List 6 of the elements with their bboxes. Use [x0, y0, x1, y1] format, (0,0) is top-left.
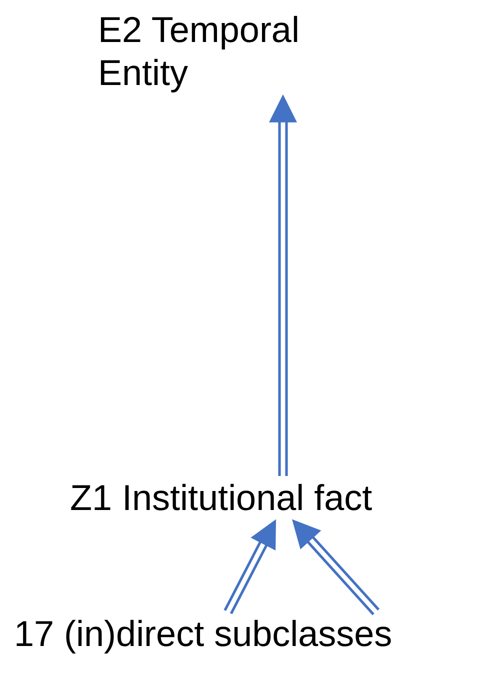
double-arrow: [224, 519, 276, 614]
node-label: Z1 Institutional fact: [70, 476, 372, 520]
node-label: E2 Temporal Entity: [98, 8, 300, 94]
node-label: 17 (in)direct subclasses: [14, 612, 392, 656]
double-arrow: [269, 94, 297, 476]
double-arrow: [292, 519, 380, 616]
